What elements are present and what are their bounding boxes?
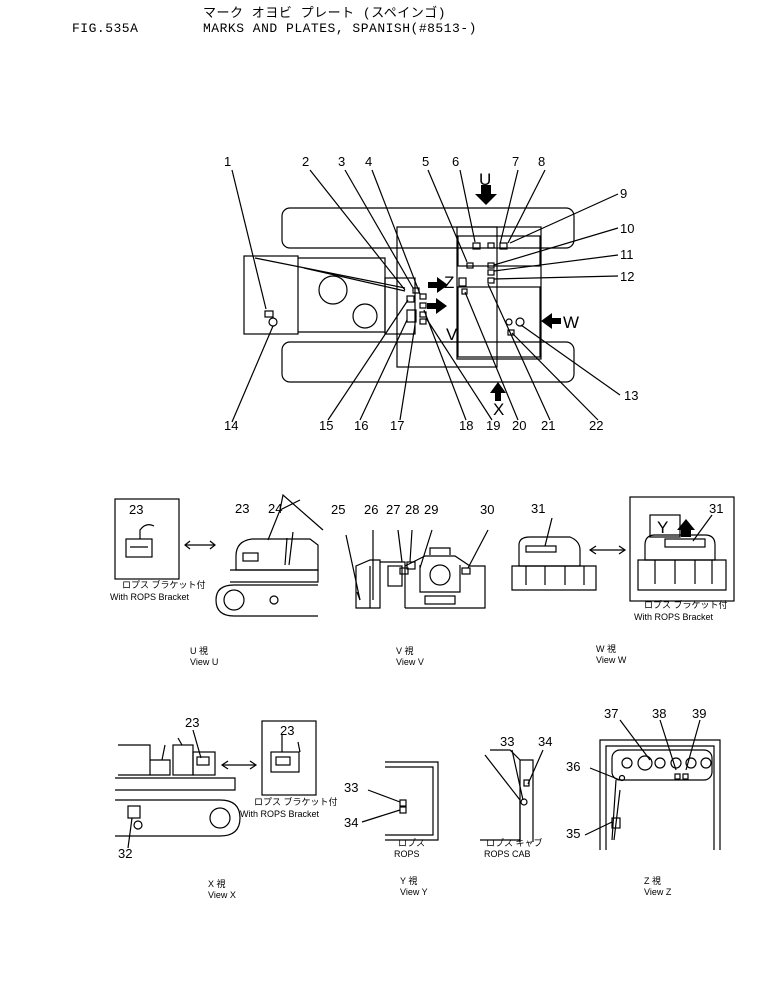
view-v-text: 25 26 27 28 29 30 V 視 View V: [331, 502, 494, 667]
callout-5: 5: [422, 154, 429, 169]
view-y-text: 33 34 ロプス ROPS Y 視 View Y: [344, 780, 428, 897]
callout-16: 16: [354, 418, 368, 433]
rops-bracket-caption-x: With ROPS Bracket: [240, 809, 320, 819]
callout-35: 35: [566, 826, 580, 841]
rops-bracket-caption-jp-x: ロプス ブラケット付: [254, 796, 338, 807]
callout-13: 13: [624, 388, 638, 403]
callout-28: 28: [405, 502, 419, 517]
view-v-label-jp: V 視: [396, 645, 414, 656]
callout-33: 33: [344, 780, 358, 795]
view-w-drawing: [511, 496, 735, 602]
callout-1: 1: [224, 154, 231, 169]
view-y-label: View Y: [400, 887, 428, 897]
view-y-drawing: [361, 761, 439, 841]
rops-cab-text: 33 34 ロプス キャブ ROPS CAB: [484, 734, 552, 859]
callout-2: 2: [302, 154, 309, 169]
callout-4: 4: [365, 154, 372, 169]
callout-9: 9: [620, 186, 627, 201]
view-w-label: View W: [596, 655, 627, 665]
rops-cab-caption: ROPS CAB: [484, 849, 531, 859]
callout-33-cab: 33: [500, 734, 514, 749]
rops-bracket-caption-w: With ROPS Bracket: [634, 612, 714, 622]
callout-23: 23: [235, 501, 249, 516]
callout-36: 36: [566, 759, 580, 774]
callout-39: 39: [692, 706, 706, 721]
view-u-label-jp: U 視: [190, 645, 208, 656]
callout-7: 7: [512, 154, 519, 169]
view-z-drawing: [584, 719, 721, 850]
rops-bracket-caption: With ROPS Bracket: [110, 592, 190, 602]
callout-20: 20: [512, 418, 526, 433]
view-w-text: 31 31 Y ロプス ブラケット付 With ROPS Bracket W 視…: [531, 501, 728, 665]
view-u-label: View U: [190, 657, 218, 667]
view-arrow-label-u: U: [479, 170, 491, 189]
callout-14: 14: [224, 418, 238, 433]
inset-view-y-letter: Y: [657, 518, 668, 537]
callout-22: 22: [589, 418, 603, 433]
callout-3: 3: [338, 154, 345, 169]
rops-cab-drawing: [480, 749, 544, 842]
rops-bracket-caption-jp-w: ロプス ブラケット付: [644, 599, 728, 610]
callout-30: 30: [480, 502, 494, 517]
callout-24: 24: [268, 501, 282, 516]
machine-top-view: [231, 169, 621, 423]
view-x-label-jp: X 視: [208, 878, 226, 889]
callout-12: 12: [620, 269, 634, 284]
callout-26: 26: [364, 502, 378, 517]
callout-23-x: 23: [185, 715, 199, 730]
callout-34-cab: 34: [538, 734, 552, 749]
main-view-callouts: 1 2 3 4 5 6 7 8 9 10 11 12 13 14 15 16 1…: [224, 154, 638, 433]
view-x-text: 23 23 32 ロプス ブラケット付 With ROPS Bracket X …: [118, 715, 338, 900]
view-arrow-label-w: W: [563, 313, 579, 332]
callout-17: 17: [390, 418, 404, 433]
view-z-label: View Z: [644, 887, 672, 897]
callout-31-inset: 31: [709, 501, 723, 516]
view-y-label-jp: Y 視: [400, 875, 417, 886]
callout-11: 11: [620, 247, 634, 262]
callout-8: 8: [538, 154, 545, 169]
view-x-drawing: [115, 720, 317, 849]
callout-34: 34: [344, 815, 358, 830]
rops-caption: ROPS: [394, 849, 420, 859]
figure-title-japanese: マーク オヨビ プレート (スペインゴ): [203, 6, 447, 21]
view-arrow-label-z: Z: [444, 273, 454, 292]
callout-27: 27: [386, 502, 400, 517]
view-v-drawing: [345, 529, 489, 609]
view-arrow-label-x: X: [493, 400, 504, 419]
callout-23-inset: 23: [129, 502, 143, 517]
view-z-label-jp: Z 視: [644, 875, 661, 886]
rops-bracket-caption-jp: ロプス ブラケット付: [122, 579, 206, 590]
callout-21: 21: [541, 418, 555, 433]
view-u-drawing: [114, 493, 324, 617]
callout-38: 38: [652, 706, 666, 721]
rops-cab-caption-jp: ロプス キャブ: [486, 837, 543, 848]
callout-32: 32: [118, 846, 132, 861]
callout-25: 25: [331, 502, 345, 517]
rops-caption-jp: ロプス: [398, 838, 425, 848]
view-u-text: 23 23 24 ロプス ブラケット付 With ROPS Bracket U …: [110, 501, 282, 667]
callout-37: 37: [604, 706, 618, 721]
figure-number: FIG.535A: [72, 21, 139, 36]
view-z-text: 37 38 39 36 35 Z 視 View Z: [566, 706, 706, 897]
view-arrow-label-v: V: [446, 325, 458, 344]
callout-6: 6: [452, 154, 459, 169]
callout-10: 10: [620, 221, 634, 236]
up-arrow-icon: [677, 519, 695, 537]
callout-29: 29: [424, 502, 438, 517]
view-arrow-icons: [427, 185, 561, 401]
callout-18: 18: [459, 418, 473, 433]
callout-19: 19: [486, 418, 500, 433]
view-w-label-jp: W 視: [596, 643, 616, 654]
view-x-label: View X: [208, 890, 236, 900]
view-v-label: View V: [396, 657, 424, 667]
callout-31: 31: [531, 501, 545, 516]
callout-23-x-inset: 23: [280, 723, 294, 738]
figure-title-english: MARKS AND PLATES, SPANISH(#8513-): [203, 21, 477, 36]
callout-15: 15: [319, 418, 333, 433]
